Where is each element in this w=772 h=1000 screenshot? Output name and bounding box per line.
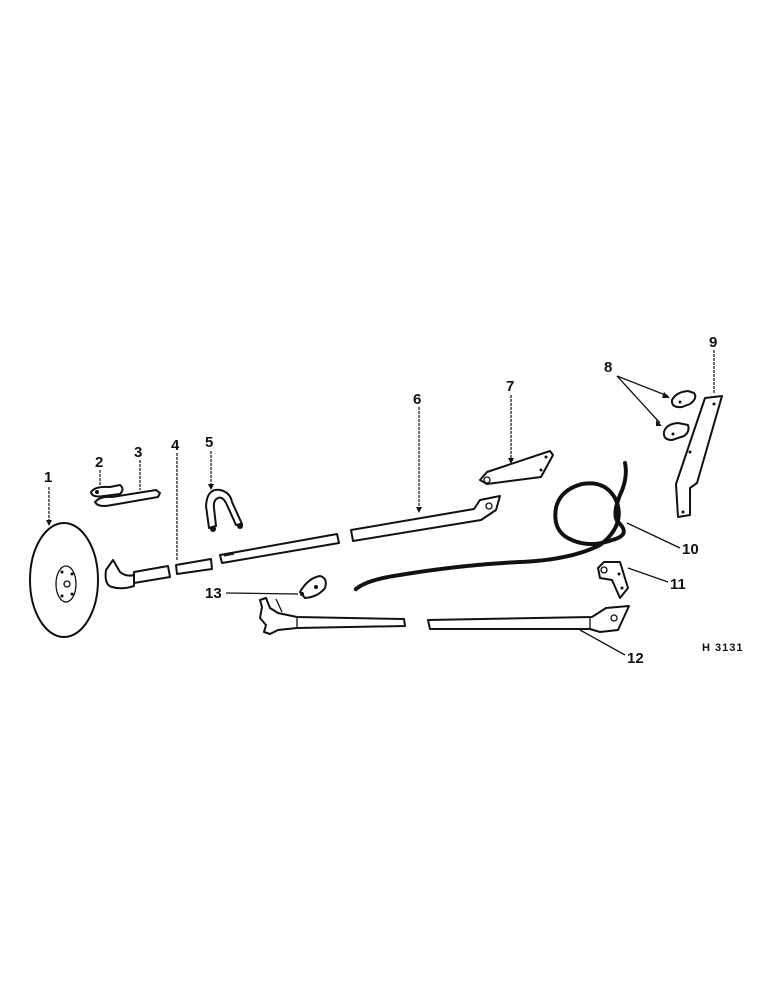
- shaft-middle-segment: [219, 533, 340, 564]
- part-5-u-bolt: 5: [205, 434, 243, 532]
- shaft-end-bracket: [104, 559, 171, 590]
- callout-13: 13: [205, 585, 222, 602]
- part-13-clip: 13: [205, 575, 327, 602]
- part-4-short-tube: 4: [171, 437, 213, 575]
- part-11-angle-bracket: 11: [597, 561, 686, 599]
- callout-1: 1: [44, 469, 52, 486]
- part-1-disc: 1: [29, 469, 99, 638]
- callout-12: 12: [627, 650, 644, 667]
- callout-5: 5: [205, 434, 213, 451]
- callout-11: 11: [670, 576, 686, 593]
- callout-8: 8: [604, 359, 612, 376]
- part-9-bent-bar: 9: [675, 334, 723, 518]
- callout-4: 4: [171, 437, 180, 454]
- part-3-arm: 3: [94, 444, 161, 507]
- callout-10: 10: [682, 541, 699, 558]
- part-8-blocks: 8: [604, 359, 697, 441]
- callout-7: 7: [506, 378, 514, 395]
- figure-reference-code: H 3131: [702, 642, 743, 654]
- callout-3: 3: [134, 444, 142, 461]
- callout-9: 9: [709, 334, 717, 351]
- part-2-link: 2: [90, 454, 124, 498]
- part-7-plate: 7: [479, 378, 554, 485]
- part-12-lower-shaft: 12: [259, 597, 644, 667]
- callout-6: 6: [413, 391, 421, 408]
- part-10-chain: 10: [353, 461, 699, 592]
- callout-2: 2: [95, 454, 103, 471]
- part-6-shaft: 6: [350, 391, 501, 542]
